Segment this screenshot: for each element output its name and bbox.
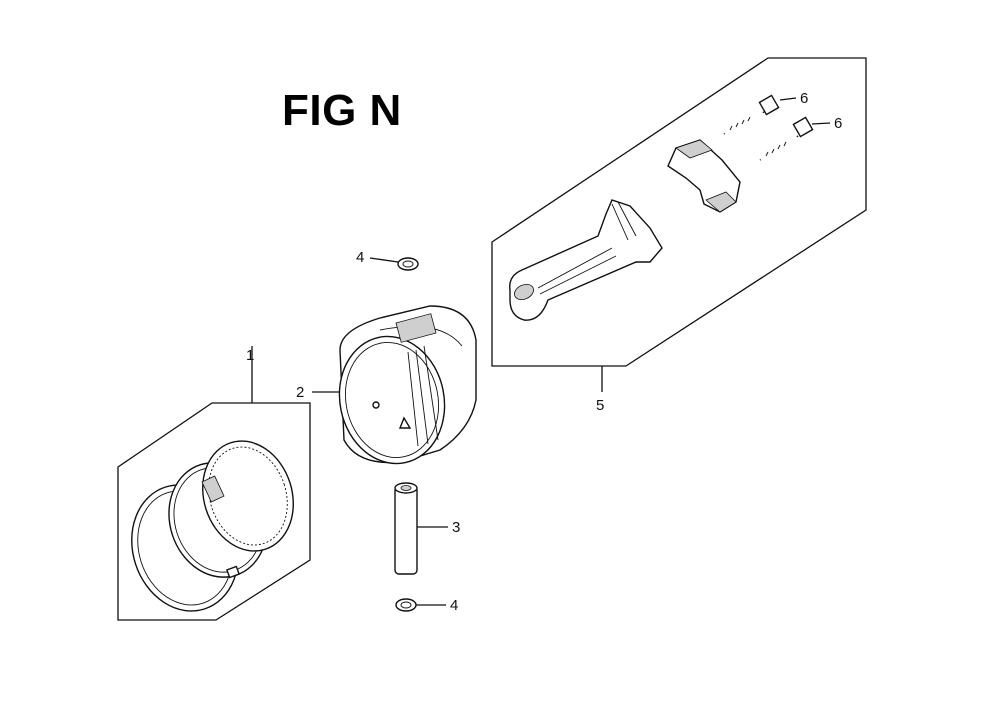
figure-title: FIG N xyxy=(282,86,402,135)
rod-set-outline xyxy=(491,57,867,367)
piston-top-notch xyxy=(395,313,437,343)
pin-body xyxy=(394,485,418,575)
callout-6-a: 6 xyxy=(800,90,808,107)
callout-4-top-leader xyxy=(369,257,399,263)
connecting-rod xyxy=(509,199,663,321)
callout-3: 3 xyxy=(452,519,460,536)
ring-set-outline xyxy=(117,402,311,621)
rod-bolt-2 xyxy=(759,116,831,162)
ring-expander xyxy=(201,475,225,503)
pin-clip-top xyxy=(369,257,419,271)
rod-bolt-1 xyxy=(723,94,797,136)
pin-clip-bottom xyxy=(395,598,446,612)
ring-oil xyxy=(202,440,294,552)
callout-1: 1 xyxy=(246,347,254,364)
piston-ring-set xyxy=(117,346,311,621)
callout-6a-leader xyxy=(779,97,797,101)
callout-2: 2 xyxy=(296,384,304,401)
connecting-rod-assembly xyxy=(491,57,867,392)
callout-4-top: 4 xyxy=(356,249,364,266)
callout-6-b: 6 xyxy=(834,115,842,132)
callout-5: 5 xyxy=(596,397,604,414)
piston xyxy=(312,305,477,465)
callout-4-bottom: 4 xyxy=(450,597,458,614)
piston-pin xyxy=(394,482,448,575)
callout-6b-leader xyxy=(811,122,831,125)
